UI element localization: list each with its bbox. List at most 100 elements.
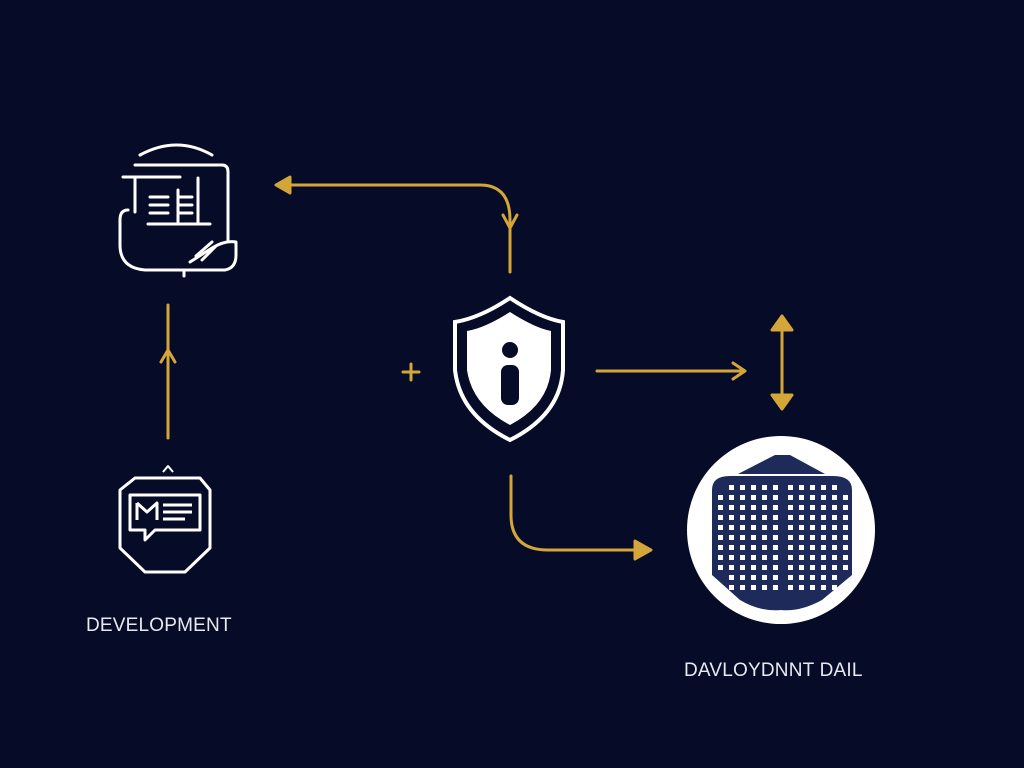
arrow-right [595, 361, 747, 381]
grid-dot [788, 515, 793, 520]
grid-dot [740, 555, 745, 560]
grid-dot [799, 525, 804, 530]
grid-dot [773, 565, 778, 570]
grid-dot [773, 515, 778, 520]
grid-dot [788, 495, 793, 500]
grid-dot [740, 525, 745, 530]
grid-dot [729, 515, 734, 520]
grid-dot [843, 495, 848, 500]
grid-dot [799, 575, 804, 580]
grid-dot [799, 515, 804, 520]
grid-dot [832, 575, 837, 580]
grid-dot [788, 575, 793, 580]
grid-dot [762, 545, 767, 550]
grid-dot [773, 575, 778, 580]
grid-dot [751, 525, 756, 530]
grid-dot [810, 505, 815, 510]
grid-dot [810, 585, 815, 590]
grid-dot [832, 545, 837, 550]
grid-dot [843, 545, 848, 550]
grid-dot [810, 515, 815, 520]
grid-dot [799, 505, 804, 510]
grid-dot [821, 485, 826, 490]
grid-dot [832, 525, 837, 530]
grid-dot [729, 545, 734, 550]
data-grid-circle-icon [687, 436, 875, 624]
grid-dot [729, 505, 734, 510]
grid-dot [718, 555, 723, 560]
grid-dot [740, 515, 745, 520]
grid-dot [751, 585, 756, 590]
grid-dot [751, 495, 756, 500]
report-in-hand-icon [118, 143, 238, 278]
grid-dot [832, 485, 837, 490]
grid-dot [751, 575, 756, 580]
grid-dot [740, 545, 745, 550]
grid-dot [821, 525, 826, 530]
grid-dot [810, 535, 815, 540]
grid-dot [832, 585, 837, 590]
grid-dot [810, 495, 815, 500]
grid-dot [821, 575, 826, 580]
label-davloydnnt-dail: DAVLOYDNNT DAIL [684, 660, 863, 681]
grid-dot [799, 535, 804, 540]
grid-dot [773, 555, 778, 560]
grid-dot [729, 585, 734, 590]
grid-dot [788, 535, 793, 540]
grid-dot [821, 515, 826, 520]
grid-dot [773, 505, 778, 510]
shield-info-icon [453, 295, 565, 443]
grid-dot [729, 485, 734, 490]
grid-dot [718, 535, 723, 540]
grid-dot [788, 565, 793, 570]
grid-dot [788, 545, 793, 550]
grid-dot [740, 535, 745, 540]
grid-dot [773, 525, 778, 530]
grid-dot [810, 485, 815, 490]
grid-dot [762, 525, 767, 530]
grid-dot [788, 585, 793, 590]
grid-dot [729, 555, 734, 560]
grid-dot [832, 505, 837, 510]
grid-dot [821, 495, 826, 500]
grid-dot [821, 545, 826, 550]
arrow-vertical-double [770, 314, 794, 411]
grid-dot [762, 555, 767, 560]
grid-dot [843, 505, 848, 510]
arrow-up-left [159, 303, 177, 440]
grid-dot [729, 525, 734, 530]
grid-dot [740, 495, 745, 500]
grid-dot [751, 485, 756, 490]
grid-dot [799, 545, 804, 550]
grid-dot [751, 545, 756, 550]
grid-dot [762, 535, 767, 540]
grid-dot [843, 555, 848, 560]
grid-dot [718, 525, 723, 530]
grid-dot [718, 505, 723, 510]
grid-dot [751, 535, 756, 540]
grid-dot [788, 505, 793, 510]
grid-dot [751, 515, 756, 520]
grid-dot [799, 555, 804, 560]
grid-dot [788, 525, 793, 530]
grid-dot [762, 505, 767, 510]
grid-dot [740, 565, 745, 570]
grid-dot [762, 585, 767, 590]
grid-dot [773, 485, 778, 490]
plus-icon [401, 362, 421, 382]
grid-dot [843, 565, 848, 570]
grid-dot [740, 485, 745, 490]
grid-dot [773, 545, 778, 550]
grid-dot [799, 495, 804, 500]
grid-dot [821, 555, 826, 560]
grid-dot [729, 495, 734, 500]
grid-dot [729, 565, 734, 570]
grid-dot [832, 535, 837, 540]
grid-dot [799, 585, 804, 590]
grid-dot [773, 495, 778, 500]
grid-dot [762, 515, 767, 520]
grid-dot [810, 545, 815, 550]
grid-dot [773, 585, 778, 590]
arrow-down-right [509, 474, 653, 561]
